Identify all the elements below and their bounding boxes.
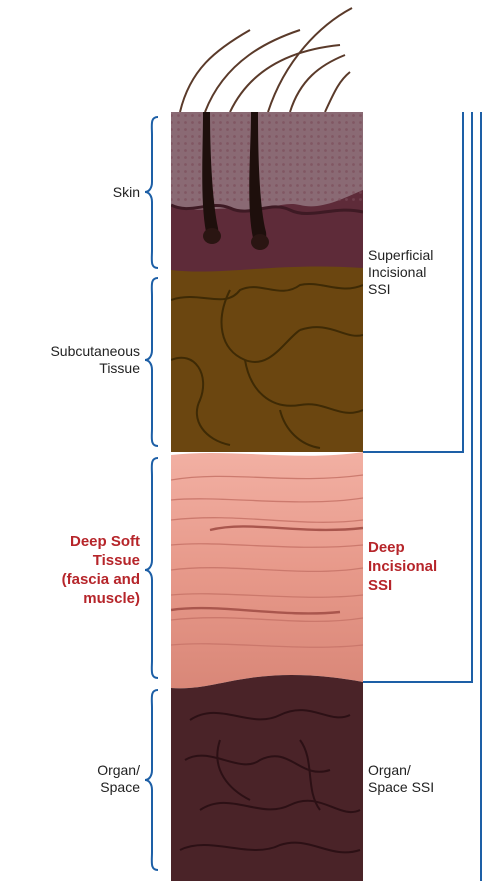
left-brackets <box>145 117 158 870</box>
hair-strands <box>180 8 352 112</box>
deep-soft-bracket <box>145 458 158 678</box>
organ-space-ssi-label: Organ/ Space SSI <box>368 762 463 796</box>
organ-space-label: Organ/ Space <box>30 762 140 796</box>
deep-ssi-bracket <box>363 112 472 682</box>
subcutaneous-bracket <box>145 278 158 446</box>
superficial-incisional-ssi-label: Superficial Incisional SSI <box>368 247 458 298</box>
deep-soft-tissue-label: Deep Soft Tissue (fascia and muscle) <box>10 532 140 608</box>
deep-incisional-ssi-label: Deep Incisional SSI <box>368 538 458 595</box>
subcutaneous-tissue-label: Subcutaneous Tissue <box>10 343 140 377</box>
skin-bracket <box>145 117 158 268</box>
organ-space-bracket <box>145 690 158 870</box>
skin-label: Skin <box>60 184 140 201</box>
